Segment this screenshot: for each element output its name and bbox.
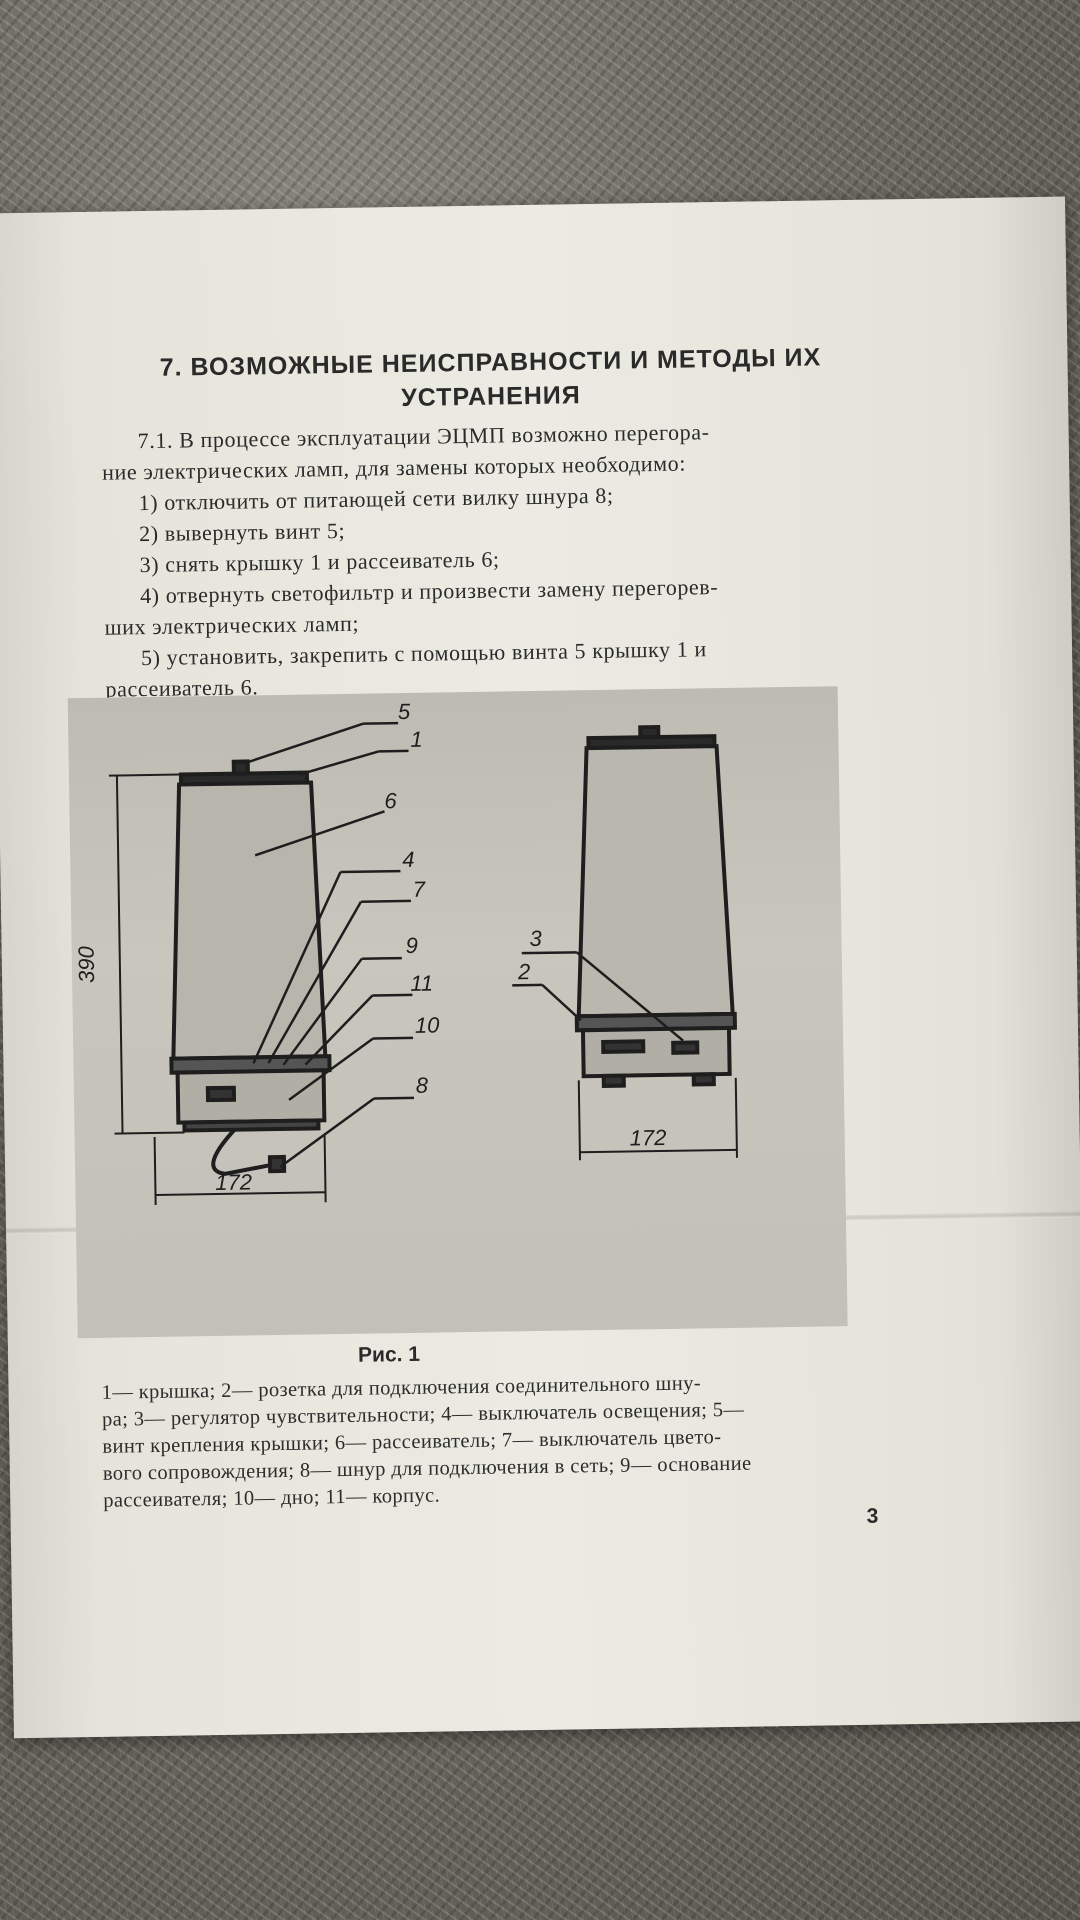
bottom	[182, 1118, 321, 1133]
figure-caption: 1— крышка; 2— розетка для подключения со…	[101, 1367, 903, 1515]
label-2: 2	[517, 959, 531, 984]
label-4: 4	[402, 847, 415, 872]
right-leaders	[512, 951, 684, 1042]
label-3: 3	[529, 926, 542, 951]
dim-width-left-label: 172	[215, 1169, 252, 1195]
label-6: 6	[384, 788, 397, 813]
dim-height-label: 390	[74, 945, 100, 983]
label-11: 11	[410, 971, 433, 996]
diffuser	[171, 780, 328, 1061]
housing	[175, 1068, 327, 1125]
label-1: 1	[410, 727, 423, 752]
manual-page: 7. ВОЗМОЖНЫЕ НЕИСПРАВНОСТИ И МЕТОДЫ ИХ У…	[0, 196, 1080, 1739]
label-5: 5	[398, 699, 411, 724]
page-number: 3	[866, 1504, 879, 1528]
text-block: 7. ВОЗМОЖНЫЕ НЕИСПРАВНОСТИ И МЕТОДЫ ИХ У…	[100, 339, 885, 704]
label-8: 8	[416, 1073, 429, 1098]
left-leaders	[243, 721, 415, 1169]
cord	[211, 1128, 271, 1176]
section-heading: 7. ВОЗМОЖНЫЕ НЕИСПРАВНОСТИ И МЕТОДЫ ИХ У…	[100, 339, 881, 419]
dim-width-right-label: 172	[629, 1125, 666, 1151]
figure-caption-title: Рис. 1	[357, 1342, 421, 1367]
heading-line-2: УСТРАНЕНИЯ	[401, 381, 581, 413]
left-device	[169, 759, 332, 1176]
right-device	[574, 724, 737, 1088]
heading-line-1: 7. ВОЗМОЖНЫЕ НЕИСПРАВНОСТИ И МЕТОДЫ ИХ	[159, 343, 822, 382]
device-drawing: 390 172 5 1 6 4 7 9 11 10 8	[74, 699, 738, 1205]
height-dimension	[108, 773, 327, 1205]
label-9: 9	[405, 933, 418, 958]
right-width-dimension	[577, 1077, 738, 1161]
label-7: 7	[413, 877, 426, 902]
switch-block	[205, 1085, 237, 1103]
label-10: 10	[415, 1012, 441, 1037]
device-figure: 390 172 5 1 6 4 7 9 11 10 8	[67, 686, 848, 1339]
